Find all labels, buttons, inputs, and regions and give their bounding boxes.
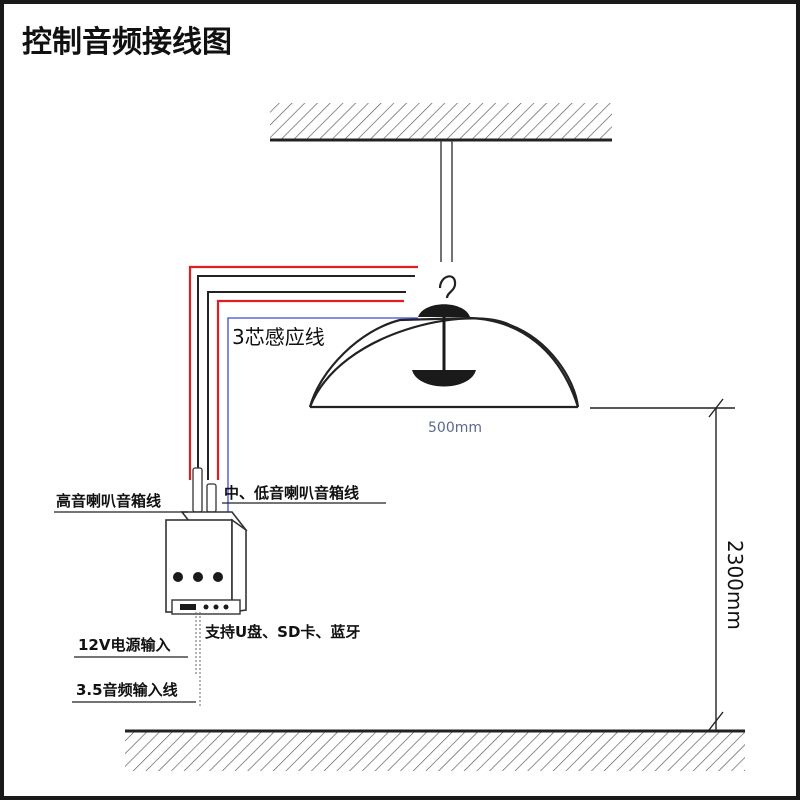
midlow-wire-label: 中、低音喇叭音箱线 <box>224 484 359 502</box>
cable-plugs <box>192 467 217 513</box>
input-leaders <box>195 612 201 706</box>
width-dimension-label: 500mm <box>428 420 482 436</box>
support-media-label: 支持U盘、SD卡、蓝牙 <box>204 623 360 641</box>
diagram-title: 控制音频接线图 <box>22 25 232 60</box>
tweeter-wire-label: 高音喇叭音箱线 <box>56 492 161 510</box>
speaker-wires <box>188 265 418 520</box>
label-underlines <box>54 502 386 703</box>
audio-input-label: 3.5音频输入线 <box>76 681 178 699</box>
hook-icon <box>438 275 457 299</box>
ceiling <box>270 103 612 142</box>
power-input-label: 12V电源输入 <box>78 636 170 654</box>
height-dimension <box>590 398 735 731</box>
lamp-shade-icon <box>308 304 580 409</box>
control-box-icon <box>165 511 248 615</box>
sensor-wire-label: 3芯感应线 <box>232 325 325 349</box>
suspension-rod <box>440 141 453 262</box>
height-dimension-label: 2300mm <box>723 540 747 630</box>
floor <box>125 729 745 771</box>
